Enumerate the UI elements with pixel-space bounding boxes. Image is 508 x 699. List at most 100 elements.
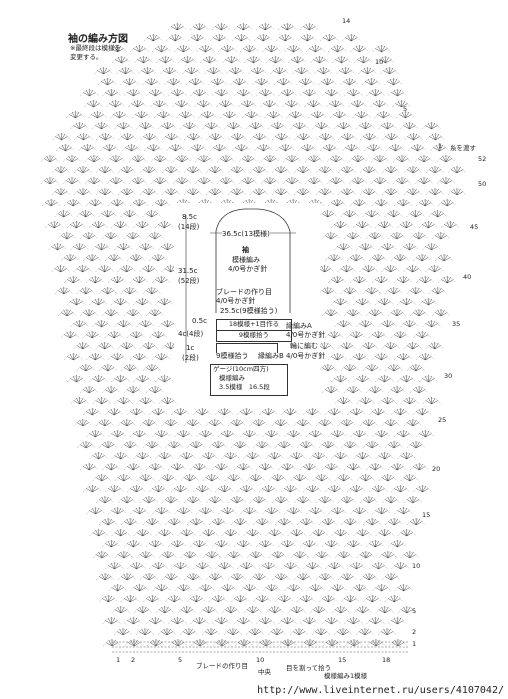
fan-stitch [205, 419, 225, 427]
fan-stitch [265, 529, 284, 537]
fan-stitch [66, 111, 85, 119]
fan-stitch [70, 320, 89, 328]
fan-stitch [224, 474, 243, 482]
fan-stitch [360, 133, 379, 141]
fan-stitch [92, 320, 111, 328]
fan-stitch [350, 353, 369, 361]
fan-stitch [362, 518, 382, 526]
edge-height-label: 4c(4段) [178, 330, 204, 338]
fan-stitch [227, 166, 247, 174]
fan-stitch [95, 265, 114, 273]
fan-stitch [98, 287, 118, 295]
fan-stitch [215, 408, 234, 416]
fan-stitch [118, 133, 137, 141]
fan-stitch [86, 507, 105, 515]
fan-stitch [238, 155, 258, 163]
fan-stitch [52, 133, 71, 141]
row-label: 52 [478, 155, 487, 163]
fan-stitch [397, 298, 416, 306]
fan-stitch [391, 562, 410, 570]
fan-stitch [409, 232, 429, 240]
fan-stitch [400, 397, 419, 405]
fan-stitch [334, 320, 353, 328]
fan-stitch [328, 45, 347, 53]
fan-stitch [51, 166, 71, 174]
fan-stitch [168, 463, 187, 471]
fan-stitch [48, 243, 67, 251]
fan-stitch [366, 617, 385, 625]
fan-stitch [148, 254, 168, 262]
fan-stitch [304, 155, 324, 163]
fan-stitch [381, 573, 401, 581]
fan-stitch [105, 562, 124, 570]
pick-label: 目を割って拾う [286, 664, 332, 672]
fan-stitch [406, 210, 425, 218]
fan-stitch [413, 485, 432, 493]
fan-stitch [303, 408, 322, 416]
fan-stitch [406, 287, 426, 295]
fan-stitch [366, 89, 385, 97]
fan-stitch [355, 628, 375, 636]
fan-stitch [400, 320, 419, 328]
fan-stitch [272, 133, 291, 141]
fan-stitch [369, 562, 388, 570]
fan-stitch [359, 419, 379, 427]
fan-stitch [128, 100, 147, 108]
fan-stitch [216, 177, 236, 185]
fan-stitch [384, 78, 403, 86]
fan-stitch [265, 452, 284, 460]
fan-stitch [136, 243, 155, 251]
fan-stitch [372, 507, 391, 515]
fan-stitch [145, 386, 165, 394]
fan-stitch [388, 540, 407, 548]
fan-stitch [215, 485, 234, 493]
fan-stitch [297, 595, 316, 603]
fan-stitch [139, 496, 159, 504]
fan-stitch [215, 562, 234, 570]
fan-stitch [311, 628, 331, 636]
fan-stitch [146, 463, 165, 471]
fan-stitch [284, 507, 303, 515]
edge-a-label: 縁編みA [286, 322, 312, 330]
fan-stitch [282, 155, 302, 163]
fan-stitch [340, 287, 360, 295]
fan-stitch [309, 606, 328, 614]
fan-stitch [146, 617, 165, 625]
fan-stitch [337, 265, 356, 273]
fan-stitch [76, 441, 96, 449]
fan-stitch [245, 628, 265, 636]
fan-stitch [136, 474, 155, 482]
fan-stitch [426, 133, 445, 141]
braid-hook: 4/0号かぎ針 [216, 297, 256, 305]
fan-stitch [353, 298, 372, 306]
fan-stitch [274, 518, 294, 526]
fan-stitch [101, 232, 121, 240]
fan-stitch [166, 34, 185, 42]
fan-stitch [315, 166, 335, 174]
fan-stitch [362, 78, 381, 86]
fan-stitch [168, 639, 188, 647]
fan-stitch [164, 518, 184, 526]
fan-stitch [142, 441, 162, 449]
fan-stitch [249, 496, 269, 504]
fan-stitch [276, 144, 295, 152]
center-label: 中央 [258, 668, 271, 676]
fan-stitch [334, 397, 353, 405]
row-label: 1 [438, 142, 443, 150]
fan-stitch [262, 584, 281, 592]
fan-stitch [149, 331, 168, 339]
fan-stitch [143, 595, 162, 603]
fan-stitch [403, 342, 422, 350]
fan-stitch [254, 34, 273, 42]
fan-stitch [246, 122, 265, 130]
fan-stitch [256, 463, 275, 471]
fan-stitch [57, 232, 77, 240]
fan-stitch [194, 177, 214, 185]
fan-stitch [298, 34, 317, 42]
fan-stitch [238, 100, 257, 108]
fan-stitch [164, 441, 184, 449]
fan-stitch [344, 639, 364, 647]
fan-stitch [363, 595, 382, 603]
fan-stitch [190, 23, 209, 31]
fan-stitch [337, 419, 357, 427]
